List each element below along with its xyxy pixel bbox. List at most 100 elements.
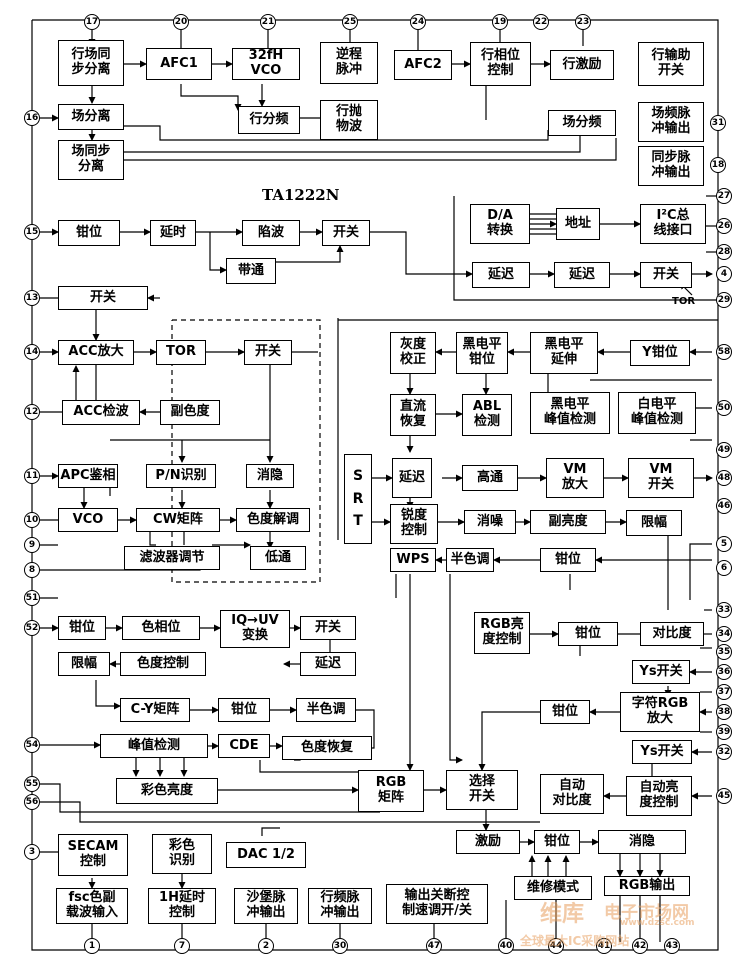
- block-addr: 地址: [556, 208, 600, 240]
- block-halftone2: 半色调: [296, 698, 356, 722]
- block-blkstretch: 黑电平 延伸: [530, 332, 598, 374]
- block-i2c: I²C总 线接口: [640, 204, 706, 244]
- block-gamma: 灰度 校正: [390, 332, 436, 374]
- block-outoff: 输出关断控 制速调开/关: [386, 884, 488, 924]
- pin-32: 32: [716, 744, 732, 760]
- pin-38: 38: [716, 704, 732, 720]
- pin-25: 25: [342, 14, 358, 30]
- block-vco32: 32fH VCO: [232, 48, 300, 80]
- block-vco: VCO: [58, 508, 118, 532]
- pin-27: 27: [716, 188, 732, 204]
- block-clamp15: 钳位: [58, 220, 120, 246]
- tor-label: TOR: [672, 296, 696, 307]
- pin-50: 50: [716, 400, 732, 416]
- pin-10: 10: [24, 512, 40, 528]
- pin-2: 2: [258, 938, 274, 954]
- block-cymatrix: C-Y矩阵: [120, 698, 190, 722]
- pin-15: 15: [24, 224, 40, 240]
- pin-17: 17: [84, 14, 100, 30]
- block-vfpulse: 场频脉 冲输出: [638, 102, 704, 142]
- pin-18: 18: [710, 157, 726, 173]
- block-clamp51: 钳位: [58, 616, 106, 640]
- block-select: 选择 开关: [446, 770, 518, 810]
- pin-52: 52: [24, 620, 40, 636]
- block-ydelay3: 延迟: [392, 458, 432, 498]
- pin-13: 13: [24, 290, 40, 306]
- watermark-slogan: 全球最大IC采购网站: [520, 934, 630, 948]
- pin-3: 3: [24, 844, 40, 860]
- watermark-brand: 维库: [540, 902, 585, 927]
- block-hdiv: 行分频: [238, 106, 300, 134]
- block-ysw2: Ys开关: [632, 740, 692, 764]
- block-sw2: 开关: [244, 340, 292, 365]
- pin-45: 45: [716, 788, 732, 804]
- block-sw4: 开关: [640, 262, 692, 288]
- block-rgbout: RGB输出: [604, 876, 690, 896]
- pin-33: 33: [716, 602, 732, 618]
- block-clamp4: 钳位: [540, 700, 590, 724]
- block-vsep: 场分离: [58, 104, 124, 130]
- block-tor2: TOR: [156, 340, 206, 365]
- pin-31: 31: [710, 115, 726, 131]
- block-osdamp: 字符RGB 放大: [620, 692, 700, 732]
- block-apc: APC鉴相: [58, 464, 118, 488]
- block-ysw1: Ys开关: [632, 660, 690, 684]
- pin-49: 49: [716, 442, 732, 458]
- pin-40: 40: [498, 938, 514, 954]
- pin-6: 6: [716, 560, 732, 576]
- pin-7: 7: [174, 938, 190, 954]
- block-kill: 消隐: [246, 464, 294, 488]
- block-subcol: 副色度: [160, 400, 220, 425]
- block-clamp3: 钳位: [218, 698, 270, 722]
- block-sharp: 锐度 控制: [390, 504, 438, 544]
- block-hfpulse: 行频脉 冲输出: [308, 888, 372, 924]
- block-vsync: 场同步 分离: [58, 140, 124, 180]
- pin-37: 37: [716, 684, 732, 700]
- pin-4: 4: [716, 266, 732, 282]
- srt-block: S R T: [344, 454, 372, 544]
- pin-34: 34: [716, 626, 732, 642]
- block-highpass: 高通: [462, 465, 518, 491]
- block-sw13: 开关: [58, 286, 148, 310]
- pin-54: 54: [24, 737, 40, 753]
- block-dcrest: 直流 恢复: [390, 394, 436, 436]
- pin-20: 20: [173, 14, 189, 30]
- block-vmamp: VM 放大: [546, 458, 604, 498]
- block-hue: 色相位: [122, 616, 200, 640]
- pin-11: 11: [24, 468, 40, 484]
- pin-14: 14: [24, 344, 40, 360]
- block-hcsync: 行场同 步分离: [58, 40, 124, 86]
- block-fsc: fsc色副 载波输入: [56, 888, 128, 924]
- block-blank: 消隐: [598, 830, 686, 854]
- block-excite: 激励: [456, 830, 520, 854]
- block-accamp: ACC放大: [58, 340, 134, 365]
- pin-30: 30: [332, 938, 348, 954]
- block-afc1: AFC1: [146, 48, 212, 80]
- block-filt: 滤波器调节: [124, 546, 220, 570]
- srt-letter-t: T: [353, 513, 363, 530]
- block-clamp5: 钳位: [534, 830, 580, 854]
- pin-23: 23: [575, 14, 591, 30]
- block-colorid: 彩色 识别: [152, 834, 212, 874]
- pin-39: 39: [716, 724, 732, 740]
- pin-8: 8: [24, 562, 40, 578]
- pin-47: 47: [426, 938, 442, 954]
- block-halftone1: 半色调: [446, 548, 494, 572]
- block-service: 维修模式: [514, 876, 592, 900]
- block-rgbmatrix: RGB 矩阵: [358, 770, 424, 812]
- block-secam: SECAM 控制: [58, 834, 128, 876]
- block-haux: 行输助 开关: [638, 42, 704, 86]
- block-rgbbright: RGB亮 度控制: [474, 612, 530, 654]
- block-colorbright: 彩色亮度: [116, 778, 218, 804]
- pin-55: 55: [24, 776, 40, 792]
- pin-44: 44: [548, 938, 564, 954]
- block-trap: 陷波: [242, 220, 300, 246]
- block-hdrive: 行激励: [550, 50, 614, 80]
- block-rgbclamp: 钳位: [558, 622, 618, 646]
- block-ydelay1: 延迟: [472, 262, 530, 288]
- block-delay1: 延时: [150, 220, 196, 246]
- block-sandcastle: 沙堡脉 冲输出: [234, 888, 298, 924]
- block-nicheng: 逆程 脉冲: [320, 42, 378, 84]
- pin-56: 56: [24, 794, 40, 810]
